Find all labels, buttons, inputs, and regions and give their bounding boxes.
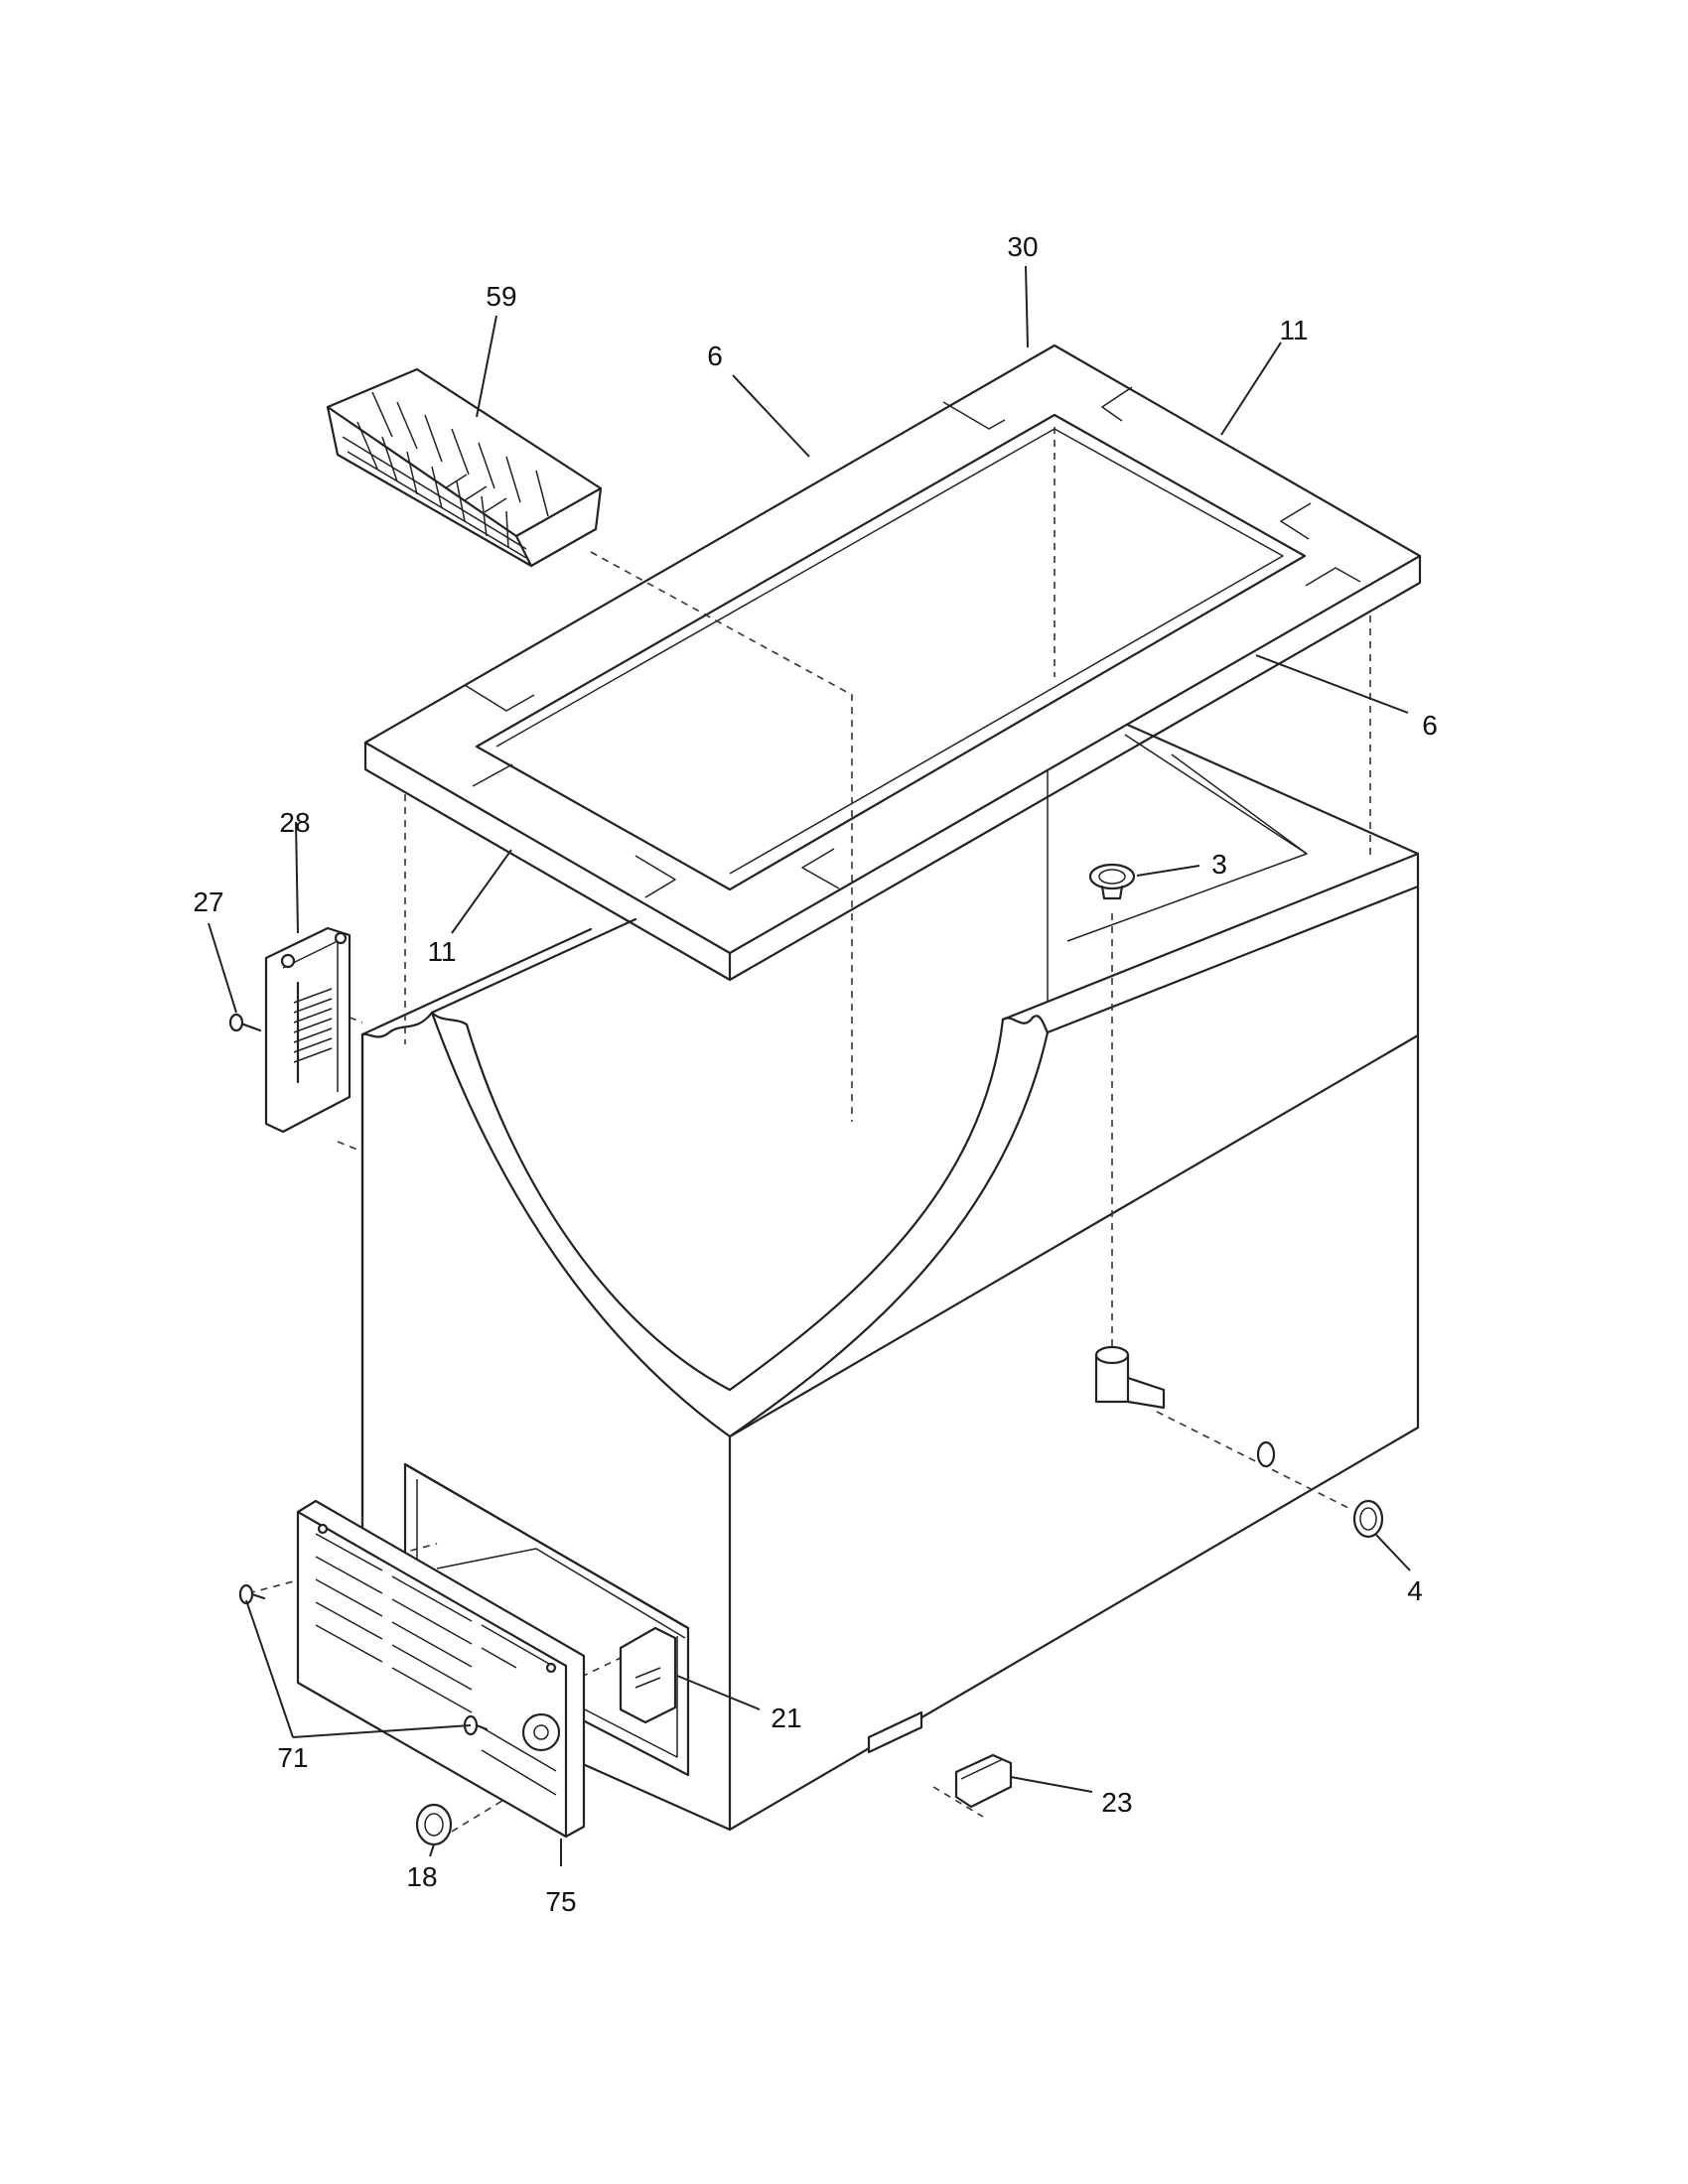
callout-breaker-front: 6: [1422, 710, 1438, 741]
callout-drain-plug: 4: [1407, 1575, 1423, 1606]
callout-grille-screws: 71: [277, 1742, 308, 1773]
callout-switch: 23: [1101, 1787, 1132, 1818]
callout-knob: 18: [406, 1861, 437, 1892]
leader-lines: [208, 265, 1411, 1866]
thermostat: [619, 1626, 677, 1724]
drain-fitting: [1088, 863, 1136, 900]
callouts: 59 30 6 11 6 3 28 27 11 4 21 71 23 18 75: [193, 231, 1437, 1917]
callout-breaker-side-right: 11: [1279, 315, 1308, 345]
callout-grille: 75: [545, 1886, 576, 1917]
breaker-frame: [363, 343, 1422, 982]
drain-plug: [1256, 1440, 1384, 1539]
callout-thermostat: 21: [771, 1703, 801, 1733]
callout-hinge: 28: [279, 807, 310, 838]
rocker-switch: [954, 1753, 1013, 1809]
grille-screws: [238, 1583, 489, 1736]
screw: [228, 1013, 262, 1032]
control-indicator: [867, 1710, 923, 1754]
callout-breaker-side-left: 11: [427, 936, 456, 967]
callout-basket: 59: [486, 281, 516, 312]
basket: [326, 367, 603, 568]
callout-breaker-corner: 30: [1007, 231, 1038, 262]
callout-drain: 3: [1211, 849, 1227, 880]
drain-tube: [1094, 1345, 1166, 1410]
hinge: [264, 926, 352, 1134]
callout-breaker-back: 6: [707, 341, 723, 371]
callout-screw: 27: [193, 887, 223, 917]
grille: [296, 1499, 586, 1839]
knob: [415, 1803, 453, 1846]
